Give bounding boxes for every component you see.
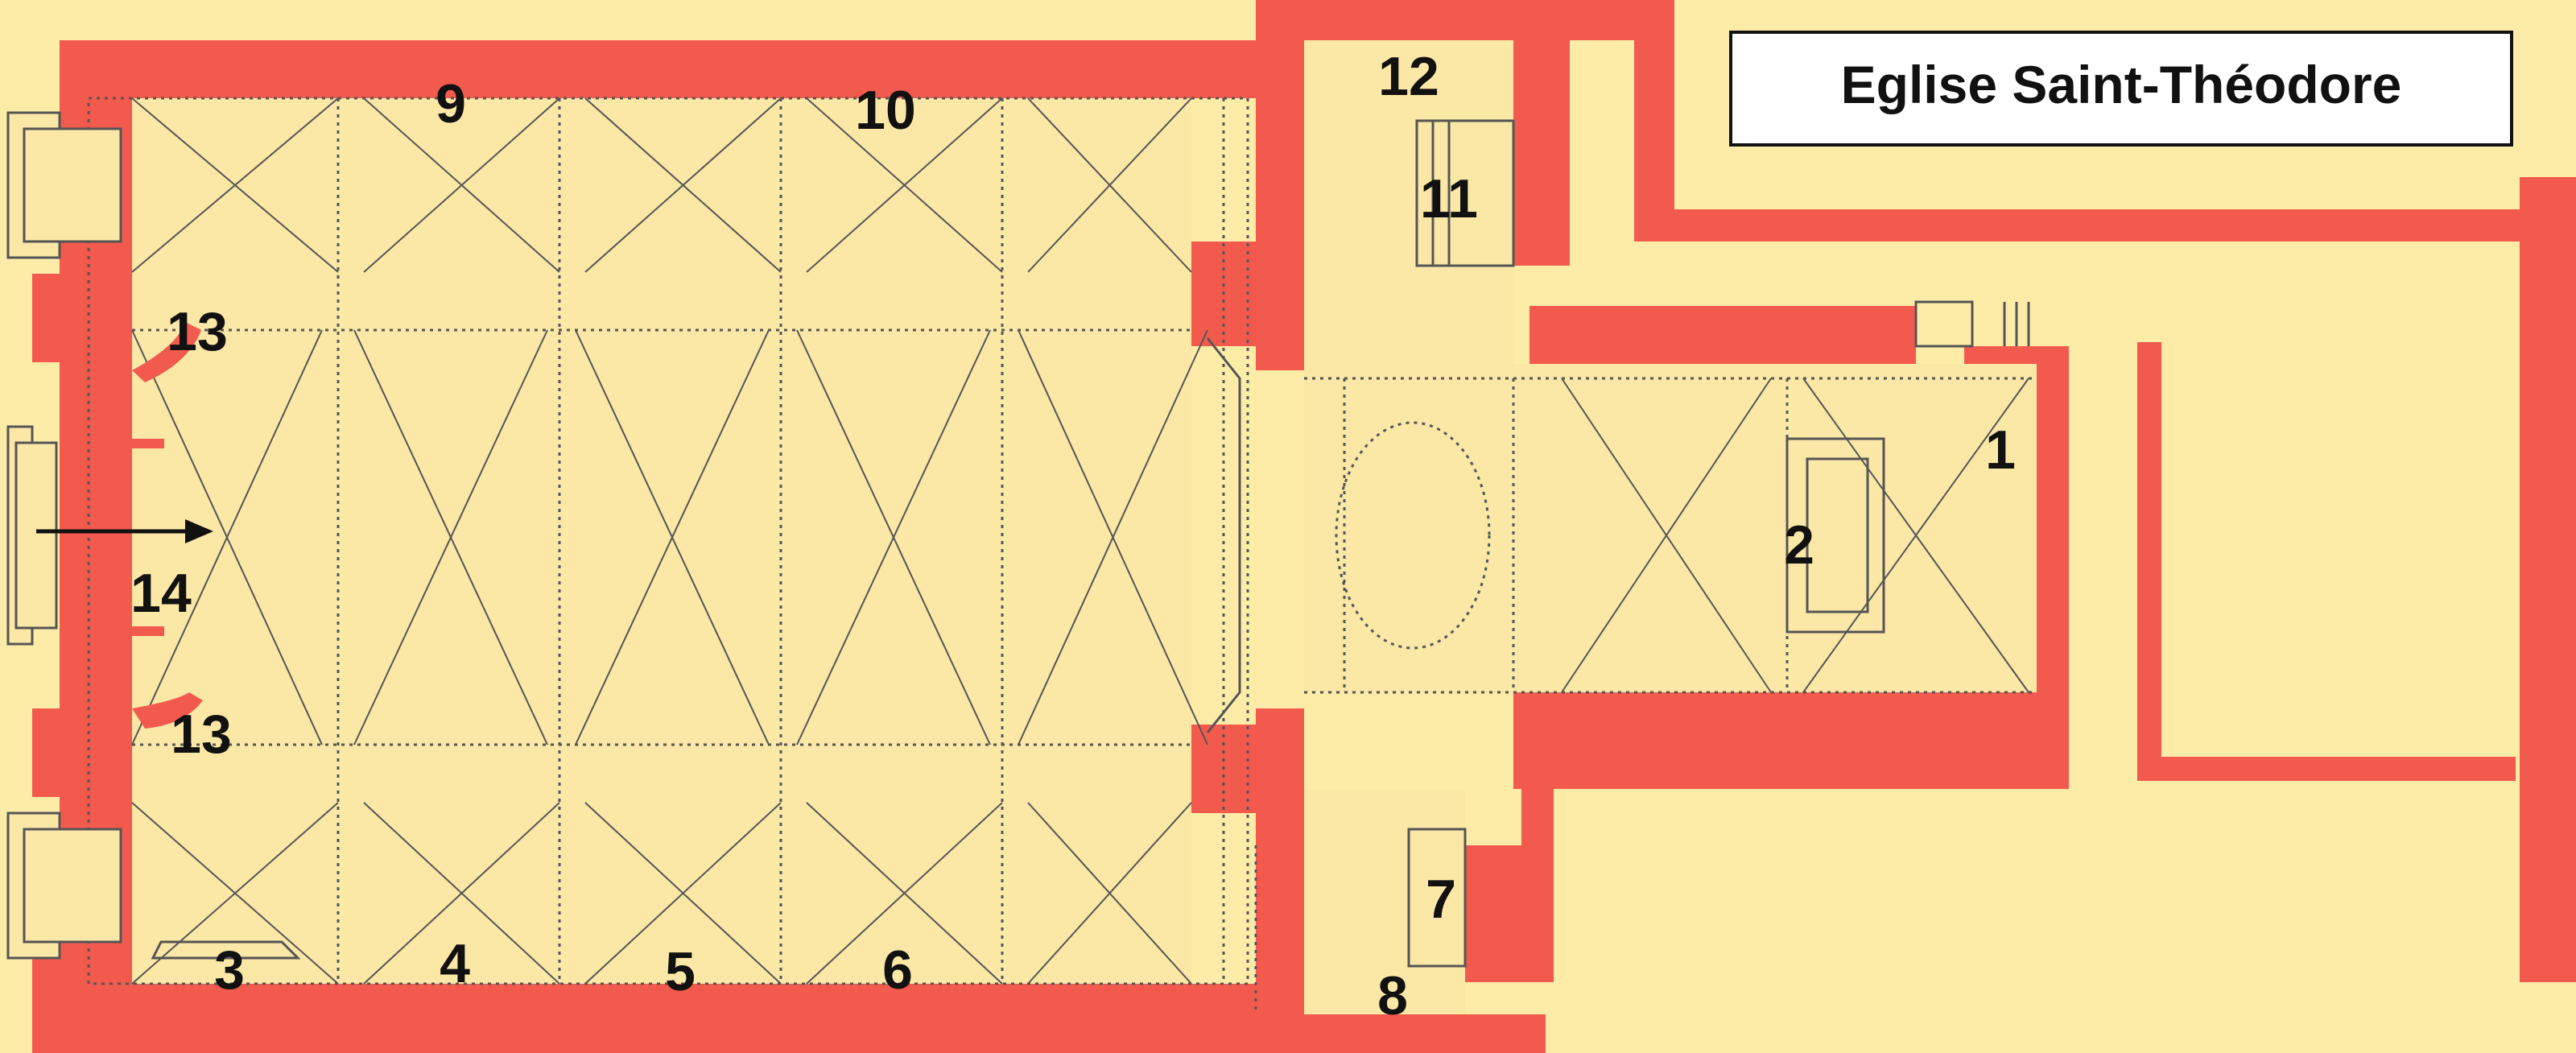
label-11: 11 <box>1420 168 1478 229</box>
label-9: 9 <box>436 73 466 134</box>
label-1: 1 <box>1985 419 2016 481</box>
apse-chord <box>1206 337 1241 733</box>
entrance-arrow-icon <box>36 519 213 543</box>
label-2: 2 <box>1784 514 1814 576</box>
label-13-south: 13 <box>171 704 232 765</box>
label-10: 10 <box>855 80 916 141</box>
title-box: Eglise Saint-Théodore <box>1729 31 2513 147</box>
label-6: 6 <box>882 939 913 1001</box>
label-7: 7 <box>1426 869 1456 930</box>
bay-outlines <box>87 97 2037 1014</box>
label-3: 3 <box>214 939 245 1001</box>
title-frame <box>1729 31 2513 147</box>
west-steps <box>6 111 122 960</box>
label-4: 4 <box>440 933 470 994</box>
side-door-arcs <box>132 322 203 729</box>
vault-ribs <box>131 97 2029 985</box>
plan-title: Eglise Saint-Théodore <box>1841 55 2402 114</box>
staircases <box>151 119 2030 968</box>
label-5: 5 <box>665 941 696 1002</box>
room-labels: 1 2 3 4 5 6 7 8 9 10 11 12 13 13 14 <box>130 46 2016 1026</box>
floor-areas <box>132 40 2520 1014</box>
label-13-north: 13 <box>167 301 228 362</box>
label-8: 8 <box>1377 965 1408 1026</box>
label-12: 12 <box>1378 46 1439 107</box>
label-14: 14 <box>130 563 192 624</box>
